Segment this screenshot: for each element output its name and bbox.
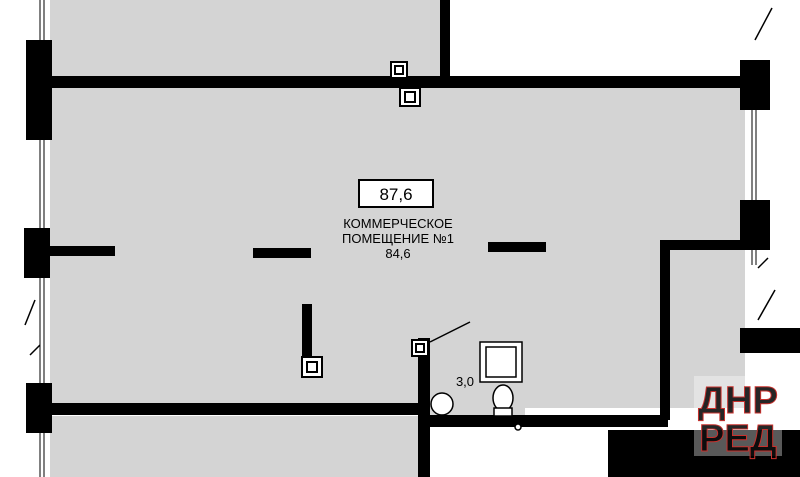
room-area-label: 84,6 (385, 246, 410, 261)
wc-area-label: 3,0 (456, 374, 474, 389)
door-markers (24, 7, 776, 356)
room-name-line2: ПОМЕЩЕНИЕ №1 (342, 231, 454, 246)
total-area-box (358, 179, 434, 208)
wc-fixtures (430, 341, 523, 431)
watermark-line1: ДНР (698, 380, 778, 422)
total-area-label: 87,6 (379, 185, 412, 204)
room-fill-main (50, 88, 745, 408)
room-fill-lower (50, 416, 418, 477)
sink (430, 392, 454, 416)
vent-shafts (301, 61, 429, 378)
room-name-line1: КОММЕРЧЕСКОЕ (343, 216, 453, 231)
toilet (492, 384, 514, 412)
room-fill-upper (50, 0, 448, 78)
watermark-logo: ДНР РЕД (694, 376, 782, 461)
shower-tray (479, 341, 523, 383)
watermark-line2: РЕД (699, 418, 777, 460)
walls (24, 0, 800, 477)
